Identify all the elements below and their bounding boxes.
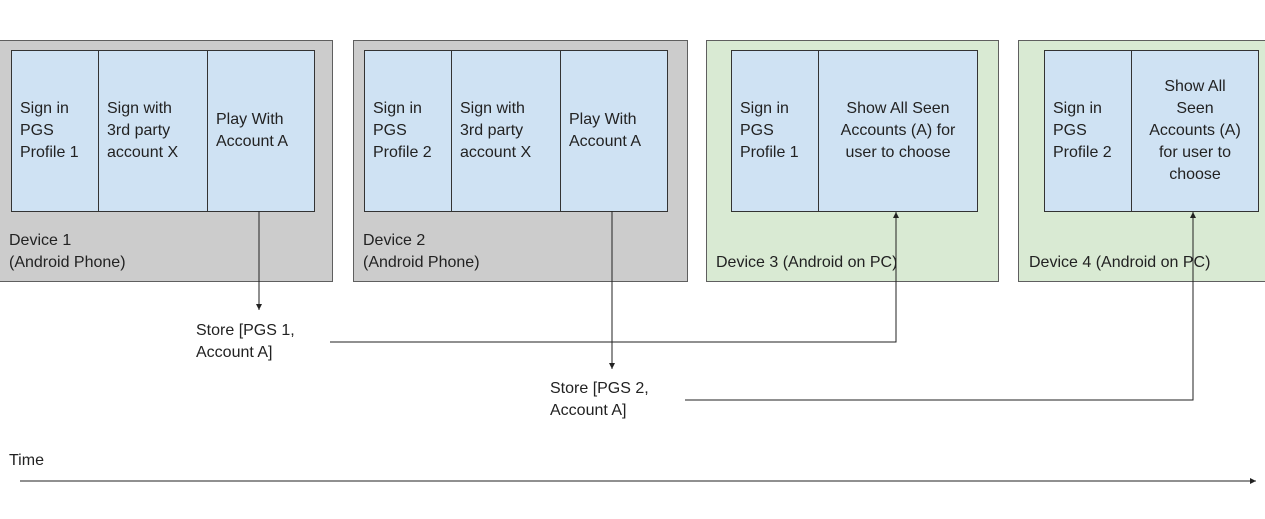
device-3-step-show-seen-accounts: Show All Seen Accounts (A) for user to c… (818, 51, 977, 211)
store-note-pgs-2: Store [PGS 2, Account A] (550, 380, 649, 419)
device-2-step-sign-third-party: Sign with 3rd party account X (451, 51, 560, 211)
timeline-label: Time (9, 452, 44, 469)
device-2-step-play-with-account: Play With Account A (560, 51, 667, 211)
device-1-step-sign-third-party: Sign with 3rd party account X (98, 51, 207, 211)
device-2-steps: Sign in PGS Profile 2 Sign with 3rd part… (364, 50, 668, 212)
device-2-step-sign-in-pgs: Sign in PGS Profile 2 (373, 100, 432, 161)
device-1-step-play-with-account: Play With Account A (207, 51, 314, 211)
arrow-store-1-to-device-3 (330, 212, 899, 343)
device-4-steps: Sign in PGS Profile 2 Show All Seen Acco… (1044, 50, 1259, 212)
arrow-store-2-to-device-4 (685, 212, 1196, 401)
device-1-panel: Sign in PGS Profile 1 Sign with 3rd part… (0, 40, 333, 282)
device-3-steps: Sign in PGS Profile 1 Show All Seen Acco… (731, 50, 978, 212)
device-3-panel: Sign in PGS Profile 1 Show All Seen Acco… (706, 40, 999, 282)
device-2-label: Device 2 (Android Phone) (363, 232, 480, 271)
device-1-step-sign-in-pgs: Sign in PGS Profile 1 (20, 100, 79, 161)
device-3-step-sign-in-pgs: Sign in PGS Profile 1 (740, 100, 799, 161)
store-note-pgs-1: Store [PGS 1, Account A] (196, 322, 295, 361)
device-3-label: Device 3 (Android on PC) (716, 254, 898, 271)
device-4-step-show-seen-accounts: Show All Seen Accounts (A) for user to c… (1131, 51, 1258, 211)
device-4-label: Device 4 (Android on PC) (1029, 254, 1211, 271)
device-1-label: Device 1 (Android Phone) (9, 232, 126, 271)
device-4-step-sign-in-pgs: Sign in PGS Profile 2 (1053, 100, 1112, 161)
device-1-steps: Sign in PGS Profile 1 Sign with 3rd part… (11, 50, 315, 212)
device-2-panel: Sign in PGS Profile 2 Sign with 3rd part… (353, 40, 688, 282)
device-4-panel: Sign in PGS Profile 2 Show All Seen Acco… (1018, 40, 1265, 282)
